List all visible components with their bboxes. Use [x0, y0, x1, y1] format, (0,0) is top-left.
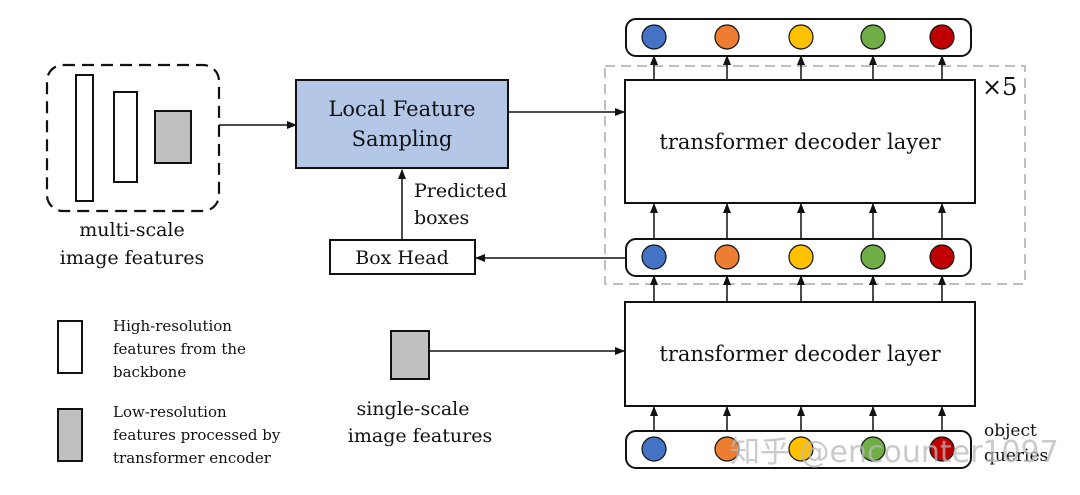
- decoder-layer-bottom-label: transformer decoder layer: [659, 342, 941, 366]
- box-head-box: [329, 239, 476, 275]
- intermediate-query-dot-1: [641, 244, 667, 270]
- multi-scale-label-line2: image features: [60, 247, 204, 269]
- intermediate-query-dot-4: [860, 244, 886, 270]
- high-res-feature-map-1: [75, 74, 94, 202]
- output-query-dot-2: [714, 24, 740, 50]
- local-feature-sampling-line1: Local Feature: [328, 97, 475, 121]
- object-queries-label-line2: queries: [984, 446, 1048, 466]
- legend-high-res-line1: High-resolution: [113, 317, 232, 335]
- single-scale-label-line2: image features: [348, 425, 492, 447]
- legend-low-res-swatch: [57, 408, 83, 462]
- predicted-boxes-line1: Predicted: [414, 180, 507, 202]
- legend-high-res-swatch: [57, 320, 83, 374]
- box-head-label: Box Head: [355, 247, 448, 269]
- single-scale-label-line1: single-scale: [356, 398, 469, 420]
- legend-low-res-line2: features processed by: [113, 426, 281, 444]
- high-res-feature-map-2: [113, 91, 138, 183]
- object-query-dot-4: [860, 436, 886, 462]
- intermediate-query-dot-3: [788, 244, 814, 270]
- decoder-layer-top-label: transformer decoder layer: [659, 130, 941, 154]
- output-query-dot-1: [641, 24, 667, 50]
- output-query-dot-5: [929, 24, 955, 50]
- multi-scale-label-line1: multi-scale: [79, 219, 185, 241]
- object-query-dot-1: [641, 436, 667, 462]
- single-scale-feature-map: [390, 330, 430, 380]
- low-res-feature-map: [154, 110, 192, 164]
- object-query-dot-3: [788, 436, 814, 462]
- local-feature-sampling-box: [295, 79, 509, 169]
- intermediate-query-dot-5: [929, 244, 955, 270]
- output-query-dot-3: [788, 24, 814, 50]
- query-dots-and-arrows: [641, 24, 955, 462]
- watermark-text: 知乎 @encounter1097: [730, 435, 1059, 470]
- object-query-dot-2: [714, 436, 740, 462]
- local-feature-sampling-line2: Sampling: [352, 127, 453, 151]
- output-query-dot-4: [860, 24, 886, 50]
- repeat-count-label: ×5: [982, 73, 1017, 101]
- predicted-boxes-line2: boxes: [414, 207, 469, 229]
- intermediate-query-dot-2: [714, 244, 740, 270]
- legend-high-res-line3: backbone: [113, 363, 186, 381]
- object-query-dot-5: [929, 436, 955, 462]
- object-queries-label-line1: object: [984, 421, 1037, 441]
- decoder-layer-bottom: [624, 301, 976, 407]
- legend-low-res-line1: Low-resolution: [113, 403, 227, 421]
- legend-low-res-line3: transformer encoder: [113, 449, 272, 467]
- repeat-region: [604, 65, 1026, 285]
- legend-high-res-line2: features from the: [113, 340, 246, 358]
